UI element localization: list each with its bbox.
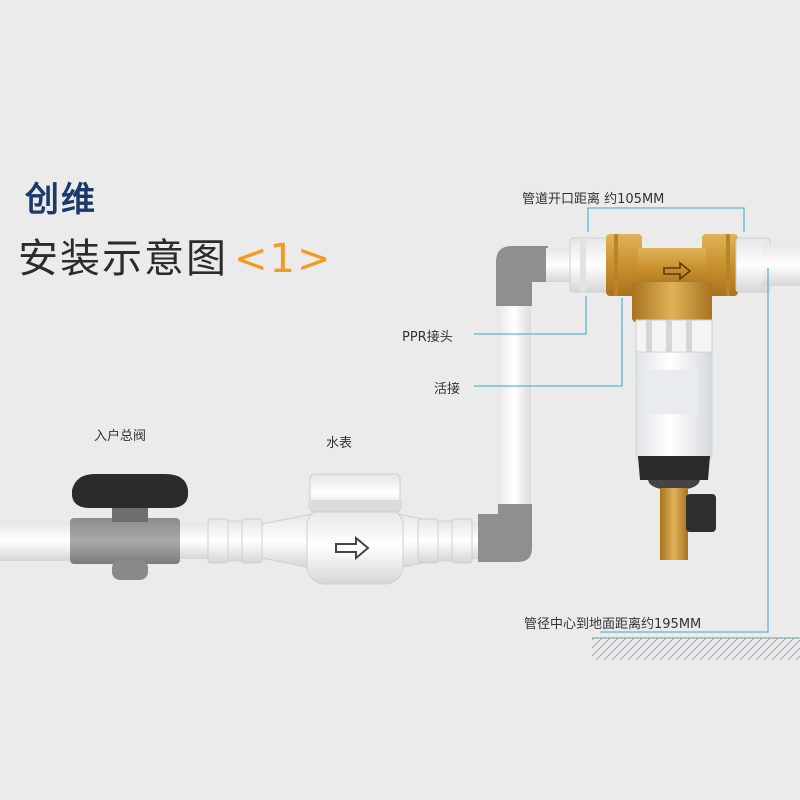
meter-connection-left xyxy=(206,518,268,564)
flow-arrow-icon xyxy=(335,535,370,561)
label-height: 管径中心到地面距离约195MM xyxy=(524,617,702,632)
label-ppr-joint: PPR接头 xyxy=(402,330,453,345)
ground xyxy=(592,637,800,660)
leader-lines xyxy=(474,207,769,633)
height-dimension xyxy=(600,268,769,633)
filter-inlet-pipe xyxy=(546,237,609,293)
meter-connection-right xyxy=(417,518,486,564)
pipe-gap-dimension xyxy=(587,207,745,232)
union-leader xyxy=(474,298,623,387)
inlet-pipe xyxy=(0,521,208,561)
brand-name: 创维 xyxy=(25,180,97,220)
title-number: <1> xyxy=(234,236,333,282)
label-pipe-gap: 管道开口距离 约105MM xyxy=(522,192,665,207)
prefilter xyxy=(606,234,738,560)
label-water-meter: 水表 xyxy=(326,436,353,451)
vertical-riser-pipe xyxy=(478,246,548,562)
label-main-valve: 入户总阀 xyxy=(94,429,147,444)
ppr-joint-leader xyxy=(474,296,587,335)
water-meter xyxy=(261,473,449,585)
page-title: 安装示意图<1> xyxy=(18,226,332,284)
main-valve xyxy=(70,474,188,580)
filter-flow-arrow-icon xyxy=(663,261,692,281)
title-text: 安装示意图 xyxy=(18,236,228,282)
label-union: 活接 xyxy=(434,382,461,397)
